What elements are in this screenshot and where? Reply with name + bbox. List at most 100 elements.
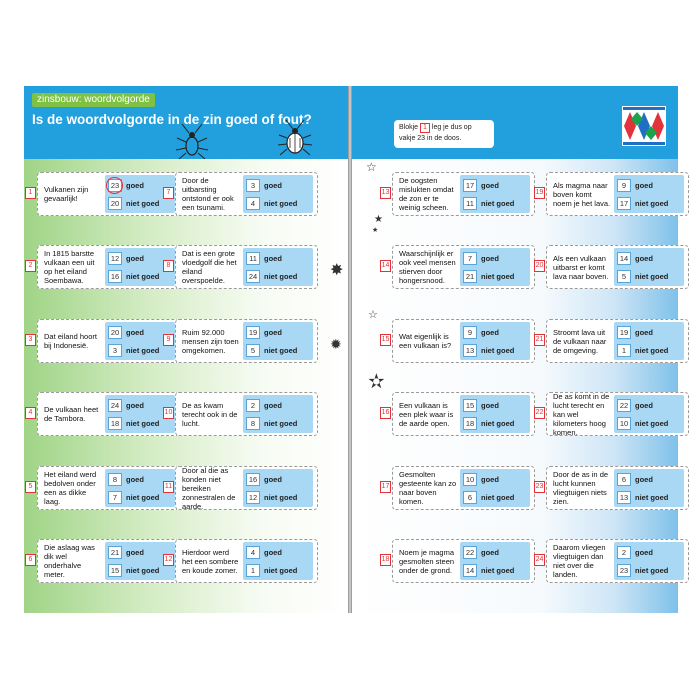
answer-box[interactable]: 20 xyxy=(108,196,122,210)
answer-box[interactable]: 21 xyxy=(463,269,477,283)
answer-box[interactable]: 6 xyxy=(617,472,631,486)
answer-box[interactable]: 8 xyxy=(246,416,260,430)
answer-box[interactable]: 18 xyxy=(463,416,477,430)
answer-box[interactable]: 16 xyxy=(108,269,122,283)
answer-box[interactable]: 5 xyxy=(246,343,260,357)
answer-box[interactable]: 9 xyxy=(463,325,477,339)
answer-box[interactable]: 22 xyxy=(463,545,477,559)
answer-box[interactable]: 7 xyxy=(463,251,477,265)
answer-box[interactable]: 1 xyxy=(246,563,260,577)
answer-box[interactable]: 21 xyxy=(108,545,122,559)
answer-box[interactable]: 2 xyxy=(246,398,260,412)
answer-box[interactable]: 5 xyxy=(617,269,631,283)
answer-box[interactable]: 16 xyxy=(246,472,260,486)
answer-box[interactable]: 17 xyxy=(463,178,477,192)
answer-box[interactable]: 17 xyxy=(617,196,631,210)
answer-box[interactable]: 1 xyxy=(617,343,631,357)
answer-box[interactable]: 12 xyxy=(108,251,122,265)
answer-box[interactable]: 2 xyxy=(617,545,631,559)
answer-box[interactable]: 24 xyxy=(246,269,260,283)
answer-box[interactable]: 4 xyxy=(246,545,260,559)
answer-box[interactable]: 23 xyxy=(617,563,631,577)
answer-box[interactable]: 3 xyxy=(246,178,260,192)
answer-box[interactable]: 14 xyxy=(463,563,477,577)
answer-box[interactable]: 19 xyxy=(617,325,631,339)
answer-box[interactable]: 22 xyxy=(617,398,631,412)
answer-box[interactable]: 7 xyxy=(108,490,122,504)
answer-box[interactable]: 20 xyxy=(108,325,122,339)
answer-box[interactable]: 13 xyxy=(617,490,631,504)
answer-box[interactable]: 15 xyxy=(463,398,477,412)
answer-box[interactable]: 24 xyxy=(108,398,122,412)
answer-box[interactable]: 6 xyxy=(463,490,477,504)
item-number: 21 xyxy=(534,334,545,346)
answer-box[interactable]: 13 xyxy=(463,343,477,357)
answer-box-wrap: 2 xyxy=(617,545,631,559)
item-number: 18 xyxy=(380,554,391,566)
answer-box[interactable]: 11 xyxy=(246,251,260,265)
answer-box[interactable]: 4 xyxy=(246,196,260,210)
answer-box[interactable]: 3 xyxy=(108,343,122,357)
answer-box[interactable]: 15 xyxy=(108,563,122,577)
answer-box[interactable]: 8 xyxy=(108,472,122,486)
answer-box[interactable]: 11 xyxy=(463,196,477,210)
answer-box[interactable]: 10 xyxy=(463,472,477,486)
answer-box[interactable]: 9 xyxy=(617,178,631,192)
answer-box[interactable]: 18 xyxy=(108,416,122,430)
answer-box[interactable]: 19 xyxy=(246,325,260,339)
answer-box[interactable]: 12 xyxy=(246,490,260,504)
answer-box[interactable]: 14 xyxy=(617,251,631,265)
answer-box-wrap: 19 xyxy=(246,325,260,339)
answer-box[interactable]: 10 xyxy=(617,416,631,430)
